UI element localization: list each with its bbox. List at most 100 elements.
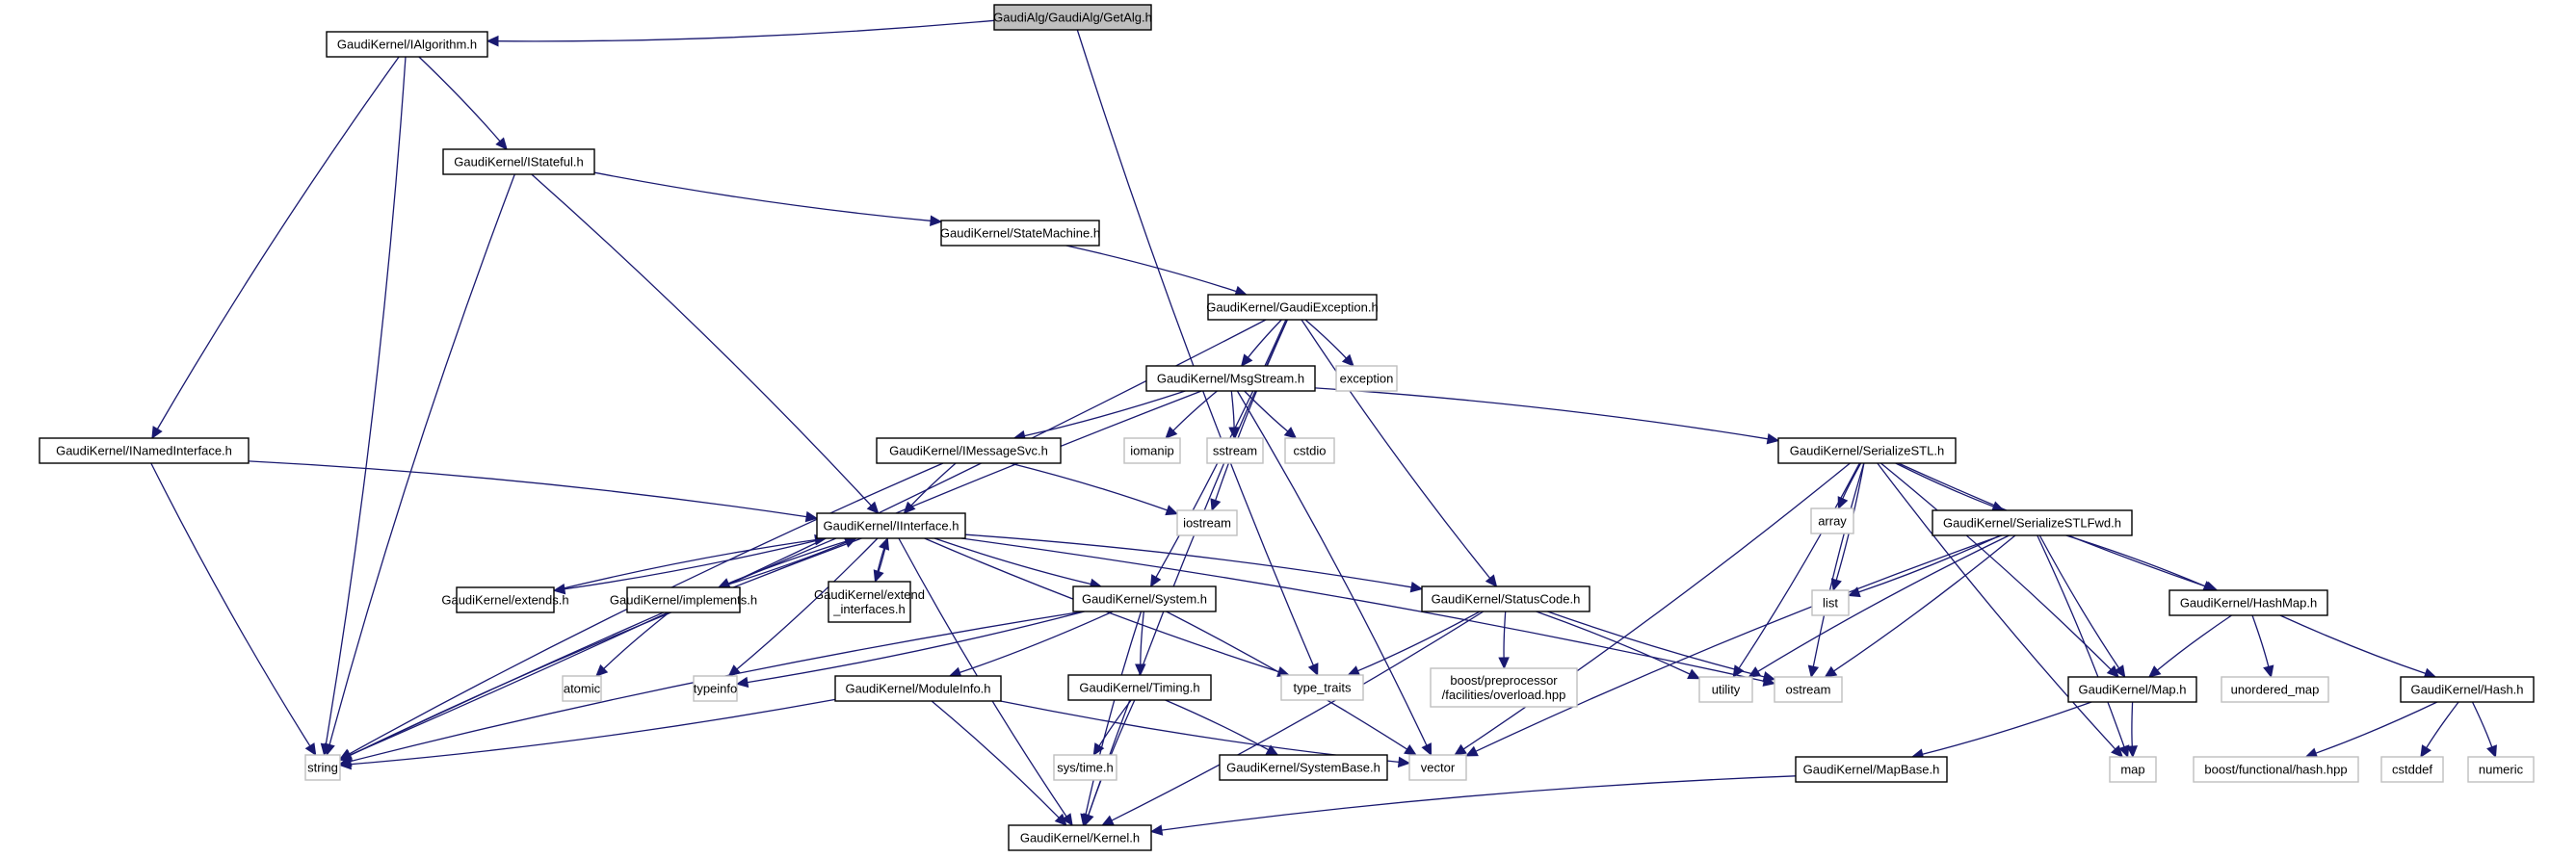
node-label: GaudiKernel/implements.h bbox=[610, 593, 757, 608]
edge-line bbox=[1503, 611, 1507, 659]
arrowhead-icon bbox=[903, 501, 916, 514]
node-box bbox=[834, 675, 1002, 702]
node-label: utility bbox=[1712, 683, 1741, 697]
arrowhead-icon bbox=[1687, 668, 1701, 680]
node-box bbox=[1811, 589, 1850, 616]
edge-line bbox=[2471, 701, 2493, 747]
edge-line bbox=[2426, 701, 2459, 748]
arrowhead-icon bbox=[2147, 665, 2162, 678]
node-statemachine[interactable]: GaudiKernel/StateMachine.h bbox=[940, 220, 1100, 247]
edge-line bbox=[156, 56, 400, 429]
node-label: iostream bbox=[1183, 516, 1231, 531]
node-label: GaudiKernel/SerializeSTLFwd.h bbox=[1943, 516, 2121, 531]
edge-line bbox=[2131, 701, 2134, 747]
node-label: GaudiKernel/extend bbox=[814, 587, 925, 602]
arrowhead-icon bbox=[2111, 744, 2124, 758]
edge-line bbox=[1304, 319, 1347, 359]
arrowhead-icon bbox=[2263, 664, 2274, 679]
node-gaudiexception[interactable]: GaudiKernel/GaudiException.h bbox=[1206, 294, 1379, 321]
node-box bbox=[1123, 437, 1181, 464]
edge-line bbox=[1812, 462, 1865, 667]
arrowhead-icon bbox=[1347, 665, 1361, 676]
node-box bbox=[1053, 754, 1117, 781]
arrowhead-icon bbox=[1766, 433, 1780, 445]
edge-line bbox=[603, 611, 670, 669]
arrowhead-icon bbox=[1404, 743, 1417, 756]
node-exception: exception bbox=[1335, 365, 1398, 392]
edge-line bbox=[1098, 699, 1132, 746]
arrowhead-icon bbox=[1762, 671, 1776, 683]
node-box bbox=[326, 31, 488, 58]
edge-line bbox=[564, 537, 827, 590]
include-edge-gaudiexception-to-statuscode bbox=[1301, 319, 1498, 587]
node-atomic: atomic bbox=[562, 675, 602, 702]
edge-line bbox=[1230, 390, 1235, 429]
edge-line bbox=[2279, 614, 2427, 675]
node-implements[interactable]: GaudiKernel/implements.h bbox=[610, 586, 757, 613]
arrowhead-icon bbox=[1837, 496, 1849, 510]
node-label: GaudiKernel/SerializeSTL.h bbox=[1790, 444, 1944, 458]
node-cstdio: cstdio bbox=[1284, 437, 1335, 464]
node-istateful[interactable]: GaudiKernel/IStateful.h bbox=[442, 148, 595, 175]
node-iinterface[interactable]: GaudiKernel/IInterface.h bbox=[816, 512, 966, 539]
node-cstddef: cstddef bbox=[2380, 756, 2444, 783]
node-timing[interactable]: GaudiKernel/Timing.h bbox=[1067, 674, 1212, 701]
node-box bbox=[1795, 756, 1948, 783]
node-hash-h[interactable]: GaudiKernel/Hash.h bbox=[2400, 676, 2535, 703]
node-map-h[interactable]: GaudiKernel/Map.h bbox=[2067, 676, 2197, 703]
node-box bbox=[304, 754, 341, 781]
node-type-traits: type_traits bbox=[1280, 674, 1364, 701]
node-label: vector bbox=[1421, 761, 1456, 775]
node-inamedinterface[interactable]: GaudiKernel/INamedInterface.h bbox=[39, 437, 250, 464]
node-imessagesvc[interactable]: GaudiKernel/IMessageSvc.h bbox=[876, 437, 1062, 464]
arrowhead-icon bbox=[843, 537, 857, 548]
edge-line bbox=[349, 537, 862, 757]
include-edge-timing-to-systime bbox=[1092, 699, 1132, 757]
node-ialgorithm[interactable]: GaudiKernel/IAlgorithm.h bbox=[326, 31, 488, 58]
node-box bbox=[1072, 585, 1217, 612]
include-edge-msgstream-to-imessagesvc bbox=[1012, 390, 1186, 442]
edge-line bbox=[1301, 319, 1491, 579]
node-kernel[interactable]: GaudiKernel/Kernel.h bbox=[1008, 824, 1152, 851]
node-label: GaudiKernel/IAlgorithm.h bbox=[337, 38, 477, 52]
arrowhead-icon bbox=[2486, 744, 2497, 759]
arrowhead-icon bbox=[930, 215, 943, 227]
arrowhead-icon bbox=[1228, 427, 1240, 440]
node-extends[interactable]: GaudiKernel/extends.h bbox=[441, 586, 569, 613]
arrowhead-icon bbox=[151, 426, 163, 440]
node-hashmap[interactable]: GaudiKernel/HashMap.h bbox=[2169, 589, 2328, 616]
node-label: GaudiKernel/ModuleInfo.h bbox=[845, 682, 990, 696]
node-label: sstream bbox=[1213, 444, 1257, 458]
edge-line bbox=[1065, 245, 1237, 293]
node-statuscode[interactable]: GaudiKernel/StatusCode.h bbox=[1421, 585, 1590, 612]
node-box bbox=[1176, 509, 1238, 536]
node-box bbox=[1207, 294, 1378, 321]
node-system[interactable]: GaudiKernel/System.h bbox=[1072, 585, 1217, 612]
node-mapbase[interactable]: GaudiKernel/MapBase.h bbox=[1795, 756, 1948, 783]
node-msgstream[interactable]: GaudiKernel/MsgStream.h bbox=[1145, 365, 1316, 392]
node-systembase[interactable]: GaudiKernel/SystemBase.h bbox=[1219, 754, 1388, 781]
node-box bbox=[1777, 437, 1957, 464]
include-edge-implements-to-iinterface bbox=[718, 537, 857, 588]
arrowhead-icon bbox=[338, 758, 352, 770]
include-edge-imessagesvc-to-iinterface bbox=[903, 462, 957, 514]
node-serializestlfwd[interactable]: GaudiKernel/SerializeSTLFwd.h bbox=[1932, 509, 2133, 536]
node-label: GaudiKernel/HashMap.h bbox=[2180, 596, 2317, 611]
arrowhead-icon bbox=[2126, 745, 2139, 759]
node-moduleinfo[interactable]: GaudiKernel/ModuleInfo.h bbox=[834, 675, 1002, 702]
edge-line bbox=[150, 462, 311, 747]
edge-line bbox=[1247, 319, 1282, 358]
edge-line bbox=[349, 390, 1202, 757]
node-serializestl[interactable]: GaudiKernel/SerializeSTL.h bbox=[1777, 437, 1957, 464]
node-label: array bbox=[1818, 514, 1847, 529]
node-extend-interfaces[interactable]: GaudiKernel/extend_interfaces.h bbox=[814, 581, 925, 623]
node-vector: vector bbox=[1408, 754, 1467, 781]
arrowhead-icon bbox=[2118, 744, 2130, 759]
arrowhead-icon bbox=[1283, 427, 1298, 439]
arrowhead-icon bbox=[324, 742, 335, 757]
node-box bbox=[626, 586, 741, 613]
node-getalg[interactable]: GaudiAlg/GaudiAlg/GetAlg.h bbox=[993, 4, 1152, 31]
node-label: unordered_map bbox=[2231, 683, 2320, 697]
node-label: atomic bbox=[564, 682, 601, 696]
edge-line bbox=[1140, 611, 1144, 665]
